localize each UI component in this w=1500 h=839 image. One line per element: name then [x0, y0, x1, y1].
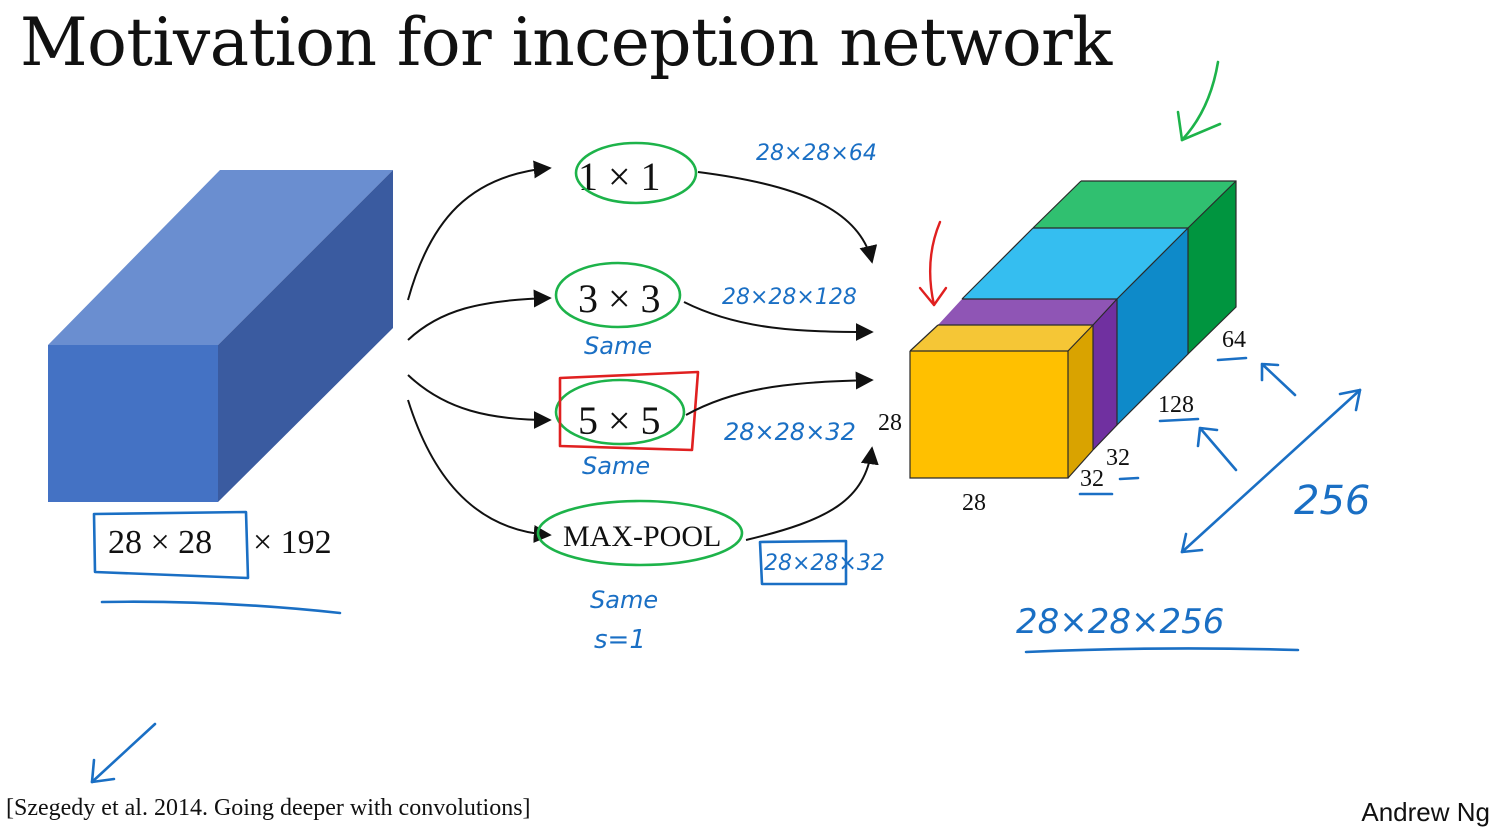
- input-dims-label: 28 × 28: [108, 524, 212, 561]
- op-5x5-annotation: 28×28×32: [724, 418, 856, 446]
- arrow-to-1x1: [407, 160, 552, 301]
- op-3x3-circle: [554, 261, 682, 329]
- output-height-label: 28: [878, 410, 902, 436]
- op-maxpool-note: Same: [590, 586, 658, 614]
- input-dims-underline: [100, 600, 342, 615]
- output-arrows: [683, 171, 879, 541]
- output-yellow-top: [910, 325, 1093, 351]
- arrow-to-maxpool: [407, 399, 552, 543]
- green-pointer-arrow: [1176, 60, 1222, 142]
- op-circles: [536, 141, 744, 567]
- op-3x3-annotation: 28×28×128: [722, 285, 857, 310]
- output-yellow-side: [1068, 325, 1093, 478]
- output-depth-label-purple: 32: [1106, 445, 1130, 471]
- input-arrows: [407, 160, 552, 543]
- output-shape-underline: [1024, 647, 1300, 654]
- output-depth-label-blue: 128: [1158, 392, 1194, 418]
- arrow-to-5x5: [407, 374, 552, 429]
- output-depth-label-green: 64: [1222, 327, 1246, 353]
- output-purple-top: [938, 299, 1117, 325]
- output-depth-label-yellow: 32: [1080, 466, 1104, 492]
- op-5x5-label: 5 × 5: [578, 398, 661, 443]
- output-purple-side: [1093, 299, 1117, 450]
- op-5x5-circle: [554, 378, 686, 446]
- depth-underlines: [1078, 356, 1248, 496]
- op-3x3-note: Same: [584, 332, 652, 360]
- output-width-label: 28: [962, 490, 986, 516]
- op-3x3-label: 3 × 3: [578, 276, 661, 321]
- op-maxpool-circle: [536, 499, 744, 567]
- output-blue-top: [962, 228, 1188, 299]
- arrow-from-5x5: [685, 371, 874, 416]
- op-5x5-red-box: [558, 370, 700, 452]
- op-1x1-label: 1 × 1: [578, 154, 661, 199]
- author-name: Andrew Ng: [1361, 797, 1490, 827]
- op-5x5-note: Same: [582, 452, 650, 480]
- input-volume-front: [48, 345, 218, 502]
- blue-pointer-arrow: [90, 722, 157, 784]
- op-maxpool-annotation: 28×28×32: [764, 551, 885, 576]
- output-green-side: [1188, 181, 1236, 354]
- input-volume-side: [218, 170, 393, 502]
- output-green-top: [1033, 181, 1236, 228]
- red-pointer-arrow: [918, 220, 948, 307]
- op-1x1-annotation: 28×28×64: [756, 141, 877, 166]
- output-shape-annotation: 28×28×256: [1016, 602, 1224, 642]
- op-maxpool-note-stride: s=1: [594, 625, 646, 655]
- arrow-from-1x1: [697, 171, 878, 264]
- output-volume: [909, 180, 1237, 479]
- depth-check-arrows: [1196, 362, 1297, 472]
- total-depth-annotation: 256: [1294, 478, 1370, 524]
- arrow-from-maxpool: [745, 446, 879, 541]
- output-blue-side: [1117, 228, 1188, 425]
- arrow-to-3x3: [407, 289, 552, 341]
- citation: [Szegedy et al. 2014. Going deeper with …: [6, 795, 531, 821]
- op-1x1-circle: [574, 141, 698, 205]
- input-volume-top: [48, 170, 393, 345]
- input-depth-label: × 192: [253, 524, 332, 561]
- op-maxpool-label: MAX-POOL: [563, 520, 721, 553]
- arrow-from-3x3: [683, 301, 874, 341]
- input-volume: [48, 170, 393, 502]
- slide-title: Motivation for inception network: [20, 4, 1112, 81]
- output-yellow-front: [910, 351, 1068, 478]
- op-maxpool-annotation-box: [758, 539, 848, 586]
- total-depth-arrow: [1180, 388, 1362, 554]
- input-dims-box-annotation: [92, 510, 250, 580]
